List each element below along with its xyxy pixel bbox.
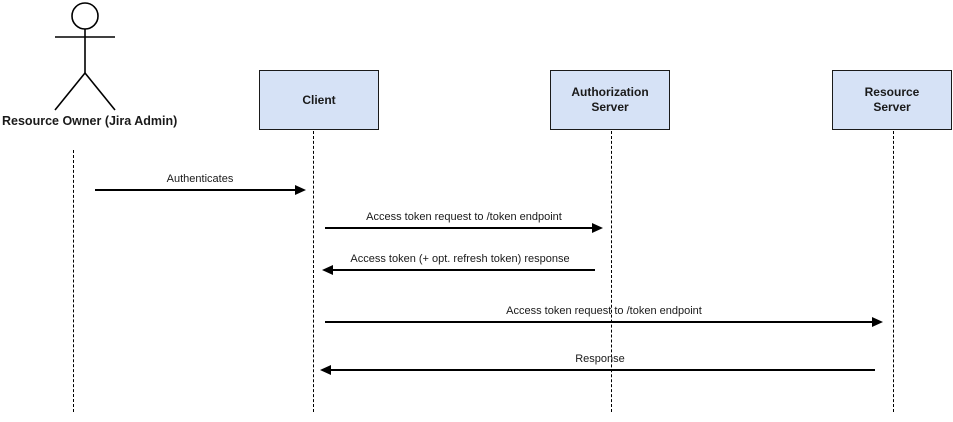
message-arrow-access-token-request-resource: [325, 321, 872, 323]
message-arrow-access-token-request-auth: [325, 227, 592, 229]
actor-stick-figure-icon: [54, 2, 116, 111]
message-label-access-token-request-resource: Access token request to /token endpoint: [506, 305, 702, 317]
participant-resource-server: Resource Server: [832, 70, 952, 130]
participant-client: Client: [259, 70, 379, 130]
message-arrow-response: [331, 369, 875, 371]
message-label-response: Response: [575, 353, 625, 365]
lifeline-actor: [73, 150, 74, 412]
arrowhead-right-icon: [592, 223, 603, 233]
participant-client-label: Client: [302, 92, 336, 107]
message-label-access-token-response: Access token (+ opt. refresh token) resp…: [350, 253, 570, 265]
message-arrow-authenticates: [95, 189, 295, 191]
lifeline-authorization-server: [611, 131, 612, 412]
message-arrow-access-token-response: [333, 269, 595, 271]
arrowhead-left-icon: [322, 265, 333, 275]
participant-authorization-server-label: Authorization Server: [571, 85, 649, 114]
lifeline-client: [313, 131, 314, 412]
actor-label: Resource Owner (Jira Admin): [2, 114, 178, 128]
participant-authorization-server: Authorization Server: [550, 70, 670, 130]
message-label-authenticates: Authenticates: [166, 173, 234, 185]
lifeline-resource-server: [893, 131, 894, 412]
arrowhead-left-icon: [320, 365, 331, 375]
arrowhead-right-icon: [295, 185, 306, 195]
message-label-access-token-request-auth: Access token request to /token endpoint: [366, 211, 562, 223]
participant-resource-server-label: Resource Server: [864, 85, 920, 114]
arrowhead-right-icon: [872, 317, 883, 327]
